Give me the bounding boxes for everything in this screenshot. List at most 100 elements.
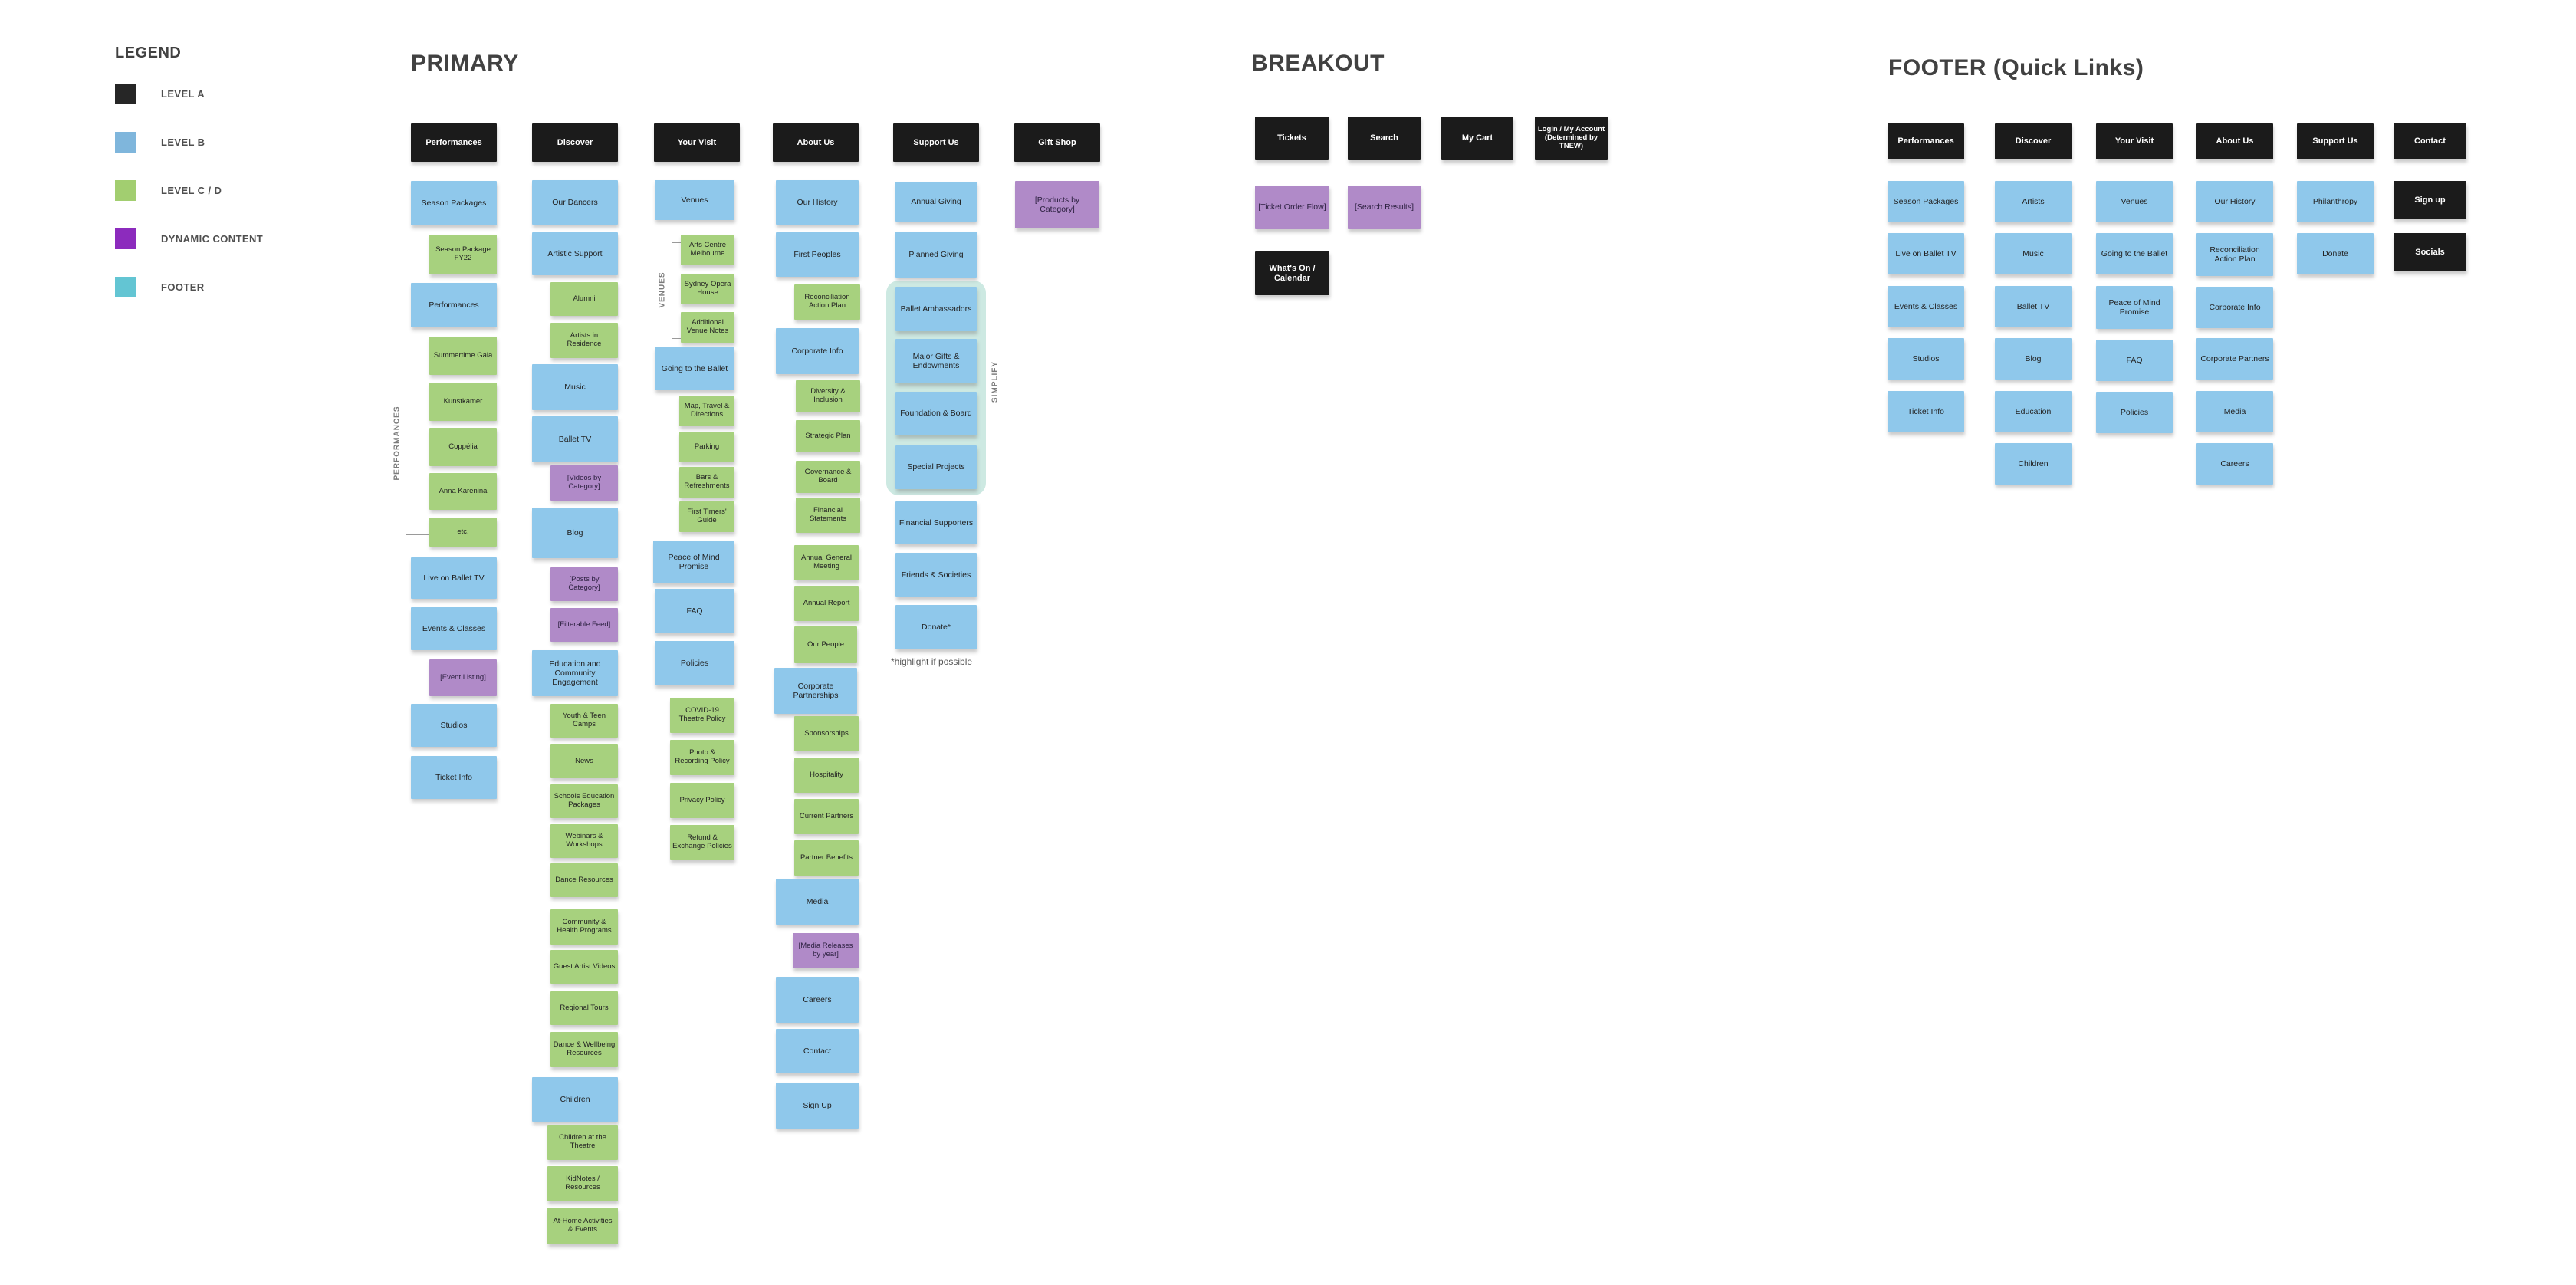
sticky-note[interactable]: Dance & Wellbeing Resources (550, 1032, 618, 1067)
sticky-note[interactable]: Artists (1995, 181, 2072, 222)
sticky-note[interactable]: [Ticket Order Flow] (1255, 186, 1329, 229)
sticky-note[interactable]: Summertime Gala (429, 337, 497, 375)
sticky-note[interactable]: Corporate Partners (2196, 338, 2273, 380)
sticky-note[interactable]: Annual Report (794, 586, 859, 621)
sticky-note[interactable]: Parking (679, 432, 734, 462)
header-note[interactable]: Socials (2394, 233, 2466, 271)
sticky-note[interactable]: Regional Tours (550, 991, 618, 1025)
sticky-note[interactable]: Artistic Support (532, 232, 618, 275)
header-note[interactable]: My Cart (1441, 117, 1513, 160)
sticky-note[interactable]: Policies (655, 641, 734, 685)
header-note[interactable]: Discover (1995, 123, 2072, 159)
sticky-note[interactable]: Careers (776, 977, 859, 1023)
sticky-note[interactable]: Studios (1888, 338, 1964, 380)
sticky-note[interactable]: Dance Resources (550, 863, 618, 897)
sticky-note[interactable]: FAQ (655, 589, 734, 633)
header-note[interactable]: About Us (773, 123, 859, 162)
sticky-note[interactable]: Children (532, 1077, 618, 1122)
sticky-note[interactable]: Major Gifts & Endowments (895, 339, 977, 383)
header-note[interactable]: Your Visit (654, 123, 740, 162)
sticky-note[interactable]: Reconciliation Action Plan (794, 284, 860, 320)
sticky-note[interactable]: Venues (655, 180, 734, 220)
sticky-note[interactable]: Ballet TV (1995, 286, 2072, 327)
sticky-note[interactable]: Philanthropy (2297, 181, 2374, 222)
sticky-note[interactable]: Going to the Ballet (655, 347, 734, 390)
sticky-note[interactable]: Our History (776, 180, 859, 225)
header-note[interactable]: Login / My Account (Determined by TNEW) (1535, 117, 1608, 160)
sticky-note[interactable]: First Peoples (776, 232, 859, 277)
sticky-note[interactable]: Alumni (550, 282, 618, 316)
sticky-note[interactable]: Music (1995, 233, 2072, 274)
sticky-note[interactable]: Season Packages (411, 181, 497, 225)
sticky-note[interactable]: At-Home Activities & Events (547, 1208, 618, 1244)
sticky-note[interactable]: Contact (776, 1029, 859, 1073)
sticky-note[interactable]: Peace of Mind Promise (653, 541, 734, 583)
sticky-note[interactable]: Webinars & Workshops (550, 824, 618, 858)
sticky-note[interactable]: Careers (2196, 443, 2273, 485)
sticky-note[interactable]: Photo & Recording Policy (670, 740, 734, 775)
sticky-note[interactable]: Education (1995, 391, 2072, 432)
sticky-note[interactable]: Special Projects (895, 445, 977, 489)
sticky-note[interactable]: Ticket Info (1888, 391, 1964, 432)
header-note[interactable]: Support Us (2297, 123, 2374, 159)
sticky-note[interactable]: Arts Centre Melbourne (681, 235, 734, 265)
sticky-note[interactable]: Blog (1995, 338, 2072, 380)
sticky-note[interactable]: Our History (2196, 181, 2273, 222)
header-note[interactable]: Performances (1888, 123, 1964, 159)
sticky-note[interactable]: Partner Benefits (794, 840, 859, 876)
sticky-note[interactable]: Live on Ballet TV (1888, 233, 1964, 274)
sticky-note[interactable]: Additional Venue Notes (681, 312, 734, 343)
sticky-note[interactable]: Governance & Board (796, 461, 860, 493)
sticky-note[interactable]: Media (2196, 391, 2273, 432)
sticky-note[interactable]: Financial Supporters (895, 501, 977, 544)
header-note[interactable]: What's On / Calendar (1255, 251, 1329, 295)
sticky-note[interactable]: Current Partners (794, 799, 859, 834)
header-note[interactable]: Sign up (2394, 181, 2466, 219)
sticky-note[interactable]: Media (776, 879, 859, 925)
sticky-note[interactable]: Community & Health Programs (550, 909, 618, 945)
sticky-note[interactable]: Anna Karenina (429, 473, 497, 510)
sticky-note[interactable]: Children (1995, 443, 2072, 485)
sticky-note[interactable]: [Search Results] (1348, 186, 1421, 229)
sticky-note[interactable]: Music (532, 364, 618, 410)
sticky-note[interactable]: Youth & Teen Camps (550, 704, 618, 738)
sticky-note[interactable]: Artists in Residence (550, 323, 618, 358)
sticky-note[interactable]: Season Packages (1888, 181, 1964, 222)
sticky-note[interactable]: Annual Giving (895, 182, 977, 222)
sticky-note[interactable]: etc. (429, 518, 497, 547)
sticky-note[interactable]: FAQ (2096, 340, 2173, 381)
header-note[interactable]: Performances (411, 123, 497, 162)
sticky-note[interactable]: Bars & Refreshments (679, 467, 734, 498)
sticky-note[interactable]: Sponsorships (794, 716, 859, 751)
sticky-note[interactable]: Donate* (895, 605, 977, 649)
sticky-note[interactable]: Blog (532, 508, 618, 558)
header-note[interactable]: Support Us (893, 123, 979, 162)
sticky-note[interactable]: Season Package FY22 (429, 235, 497, 274)
sticky-note[interactable]: Hospitality (794, 758, 859, 793)
sticky-note[interactable]: Ticket Info (411, 756, 497, 799)
sticky-note[interactable]: Foundation & Board (895, 392, 977, 435)
sticky-note[interactable]: Donate (2297, 233, 2374, 274)
sticky-note[interactable]: [Videos by Category] (550, 465, 618, 501)
header-note[interactable]: Discover (532, 123, 618, 162)
sticky-note[interactable]: Corporate Info (776, 328, 859, 374)
header-note[interactable]: Gift Shop (1014, 123, 1100, 162)
header-note[interactable]: Contact (2394, 123, 2466, 159)
sticky-note[interactable]: Sign Up (776, 1083, 859, 1129)
sticky-note[interactable]: Strategic Plan (796, 420, 860, 452)
sticky-note[interactable]: Privacy Policy (670, 783, 734, 818)
sticky-note[interactable]: Map, Travel & Directions (679, 396, 734, 426)
sticky-note[interactable]: Studios (411, 704, 497, 747)
sticky-note[interactable]: Our People (794, 626, 857, 663)
sticky-note[interactable]: Going to the Ballet (2096, 233, 2173, 274)
header-note[interactable]: Tickets (1255, 117, 1329, 160)
sticky-note[interactable]: [Filterable Feed] (550, 608, 618, 642)
sticky-note[interactable]: [Event Listing] (429, 659, 497, 696)
sticky-note[interactable]: KidNotes / Resources (547, 1166, 618, 1201)
sticky-note[interactable]: Events & Classes (411, 607, 497, 650)
sticky-note[interactable]: Kunstkamer (429, 383, 497, 421)
sticky-note[interactable]: Friends & Societies (895, 553, 977, 597)
sticky-note[interactable]: Planned Giving (895, 232, 977, 278)
sticky-note[interactable]: Education and Community Engagement (532, 650, 618, 696)
sticky-note[interactable]: Corporate Partnerships (774, 668, 857, 714)
